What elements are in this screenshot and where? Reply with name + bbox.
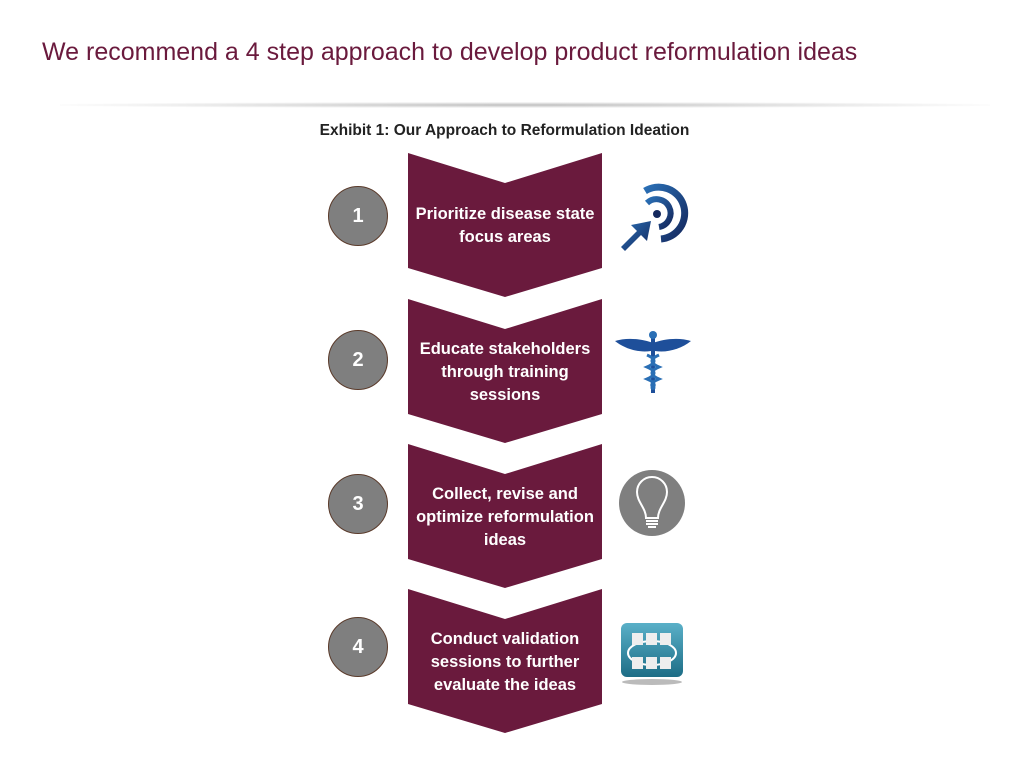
chevron-shape	[408, 444, 602, 588]
step-text: Conduct validation sessions to further e…	[430, 629, 580, 694]
step-1: Prioritize disease state focus areas 1	[0, 153, 1009, 299]
caduceus-icon	[615, 331, 691, 393]
step-number: 3	[328, 474, 388, 534]
lightbulb-icon	[619, 470, 685, 536]
step-text: Prioritize disease state focus areas	[415, 205, 595, 246]
chevron-shape	[408, 589, 602, 733]
step-text: Educate stakeholders through training se…	[419, 339, 591, 404]
meeting-icon	[621, 623, 683, 685]
title-divider	[60, 102, 990, 108]
target-icon	[621, 183, 689, 251]
step-number: 1	[328, 186, 388, 246]
step-3: Collect, revise and optimize reformulati…	[0, 444, 1009, 590]
step-2: Educate stakeholders through training se…	[0, 299, 1009, 445]
step-number: 2	[328, 330, 388, 390]
chevron-shape	[408, 153, 602, 297]
chevron-shape	[408, 299, 602, 443]
slide-title: We recommend a 4 step approach to develo…	[42, 38, 858, 66]
step-text: Collect, revise and optimize reformulati…	[416, 484, 594, 549]
exhibit-title: Exhibit 1: Our Approach to Reformulation…	[319, 122, 690, 139]
step-number: 4	[328, 617, 388, 677]
step-4: Conduct validation sessions to further e…	[0, 589, 1009, 735]
